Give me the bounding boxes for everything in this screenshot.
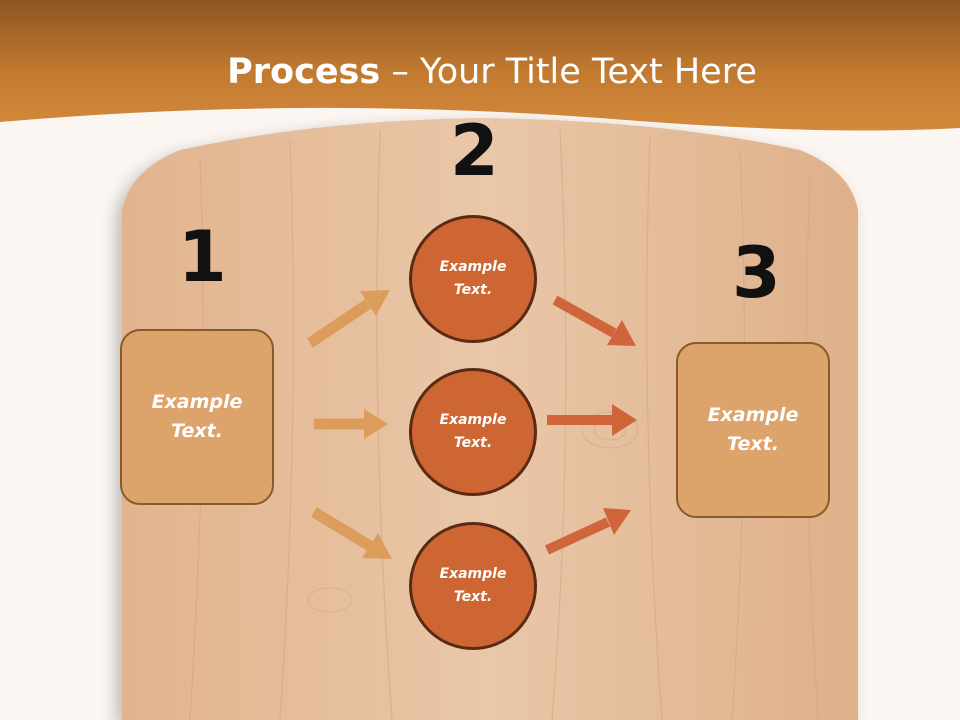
right-process-box: Example Text. xyxy=(676,342,830,518)
circle-top-text: Example Text. xyxy=(439,259,507,298)
title-rest-text: – Your Title Text Here xyxy=(380,52,757,92)
step-number-3: 3 xyxy=(732,232,781,314)
slide-title: Process – Your Title Text Here xyxy=(0,52,960,92)
step-number-1: 1 xyxy=(178,216,227,298)
title-bold-text: Process xyxy=(227,52,381,92)
arrow-left-to-top xyxy=(306,290,390,348)
arrow-middle-to-right xyxy=(547,404,637,436)
circle-bottom-text: Example Text. xyxy=(439,566,507,605)
arrow-left-to-bottom xyxy=(311,507,392,559)
arrow-bottom-to-right xyxy=(544,508,631,555)
arrow-top-to-right xyxy=(552,295,636,346)
left-box-text: Example Text. xyxy=(151,391,243,442)
circle-middle-text: Example Text. xyxy=(439,412,507,451)
right-box-text: Example Text. xyxy=(707,404,799,455)
arrow-left-to-middle xyxy=(314,409,388,439)
circle-middle: Example Text. xyxy=(409,368,537,496)
circle-bottom: Example Text. xyxy=(409,522,537,650)
step-number-2: 2 xyxy=(450,110,499,192)
circle-top: Example Text. xyxy=(409,215,537,343)
left-process-box: Example Text. xyxy=(120,329,274,505)
